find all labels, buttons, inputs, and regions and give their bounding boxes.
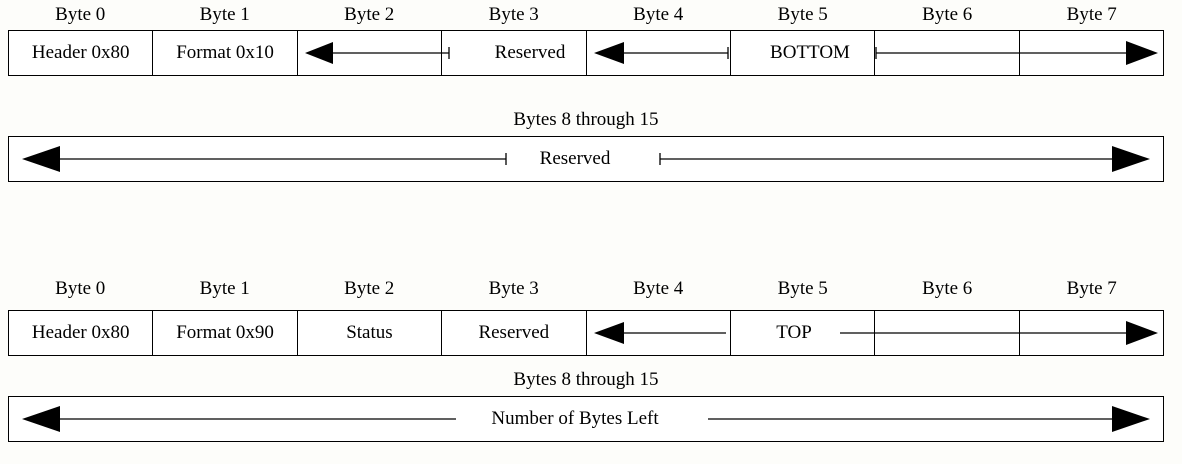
byte-label: Byte 7 — [1066, 4, 1117, 25]
byte-label: Byte 7 — [1066, 278, 1117, 299]
byte-label: Byte 2 — [344, 4, 395, 25]
byte-cell-1: Format 0x10 — [153, 31, 298, 75]
byte-label: Byte 0 — [55, 4, 106, 25]
byte-cell-6 — [875, 311, 1020, 355]
byte-cell-6 — [875, 31, 1020, 75]
byte-label: Byte 1 — [199, 4, 250, 25]
span-label-bottom: BOTTOM — [763, 43, 857, 63]
byte-label: Byte 5 — [777, 278, 828, 299]
wide-label-bytes-left: Number of Bytes Left — [484, 409, 666, 429]
byte-cell-0: Header 0x80 — [9, 31, 154, 75]
byte-cell-4 — [587, 311, 731, 355]
response-frame-byte-row: Header 0x80 Format 0x90 Status Reserved — [8, 310, 1164, 356]
byte-label: Byte 2 — [344, 278, 395, 299]
byte-cell-4 — [587, 31, 731, 75]
byte-cell-3 — [442, 31, 587, 75]
byte-label: Byte 3 — [488, 4, 539, 25]
byte-cell-0: Header 0x80 — [9, 311, 154, 355]
byte-label: Byte 3 — [488, 278, 539, 299]
byte-cell-5 — [731, 31, 876, 75]
byte-cell-7 — [1020, 311, 1163, 355]
byte-label: Byte 6 — [922, 278, 973, 299]
span-label-top: TOP — [769, 323, 819, 343]
byte-label: Byte 6 — [922, 4, 973, 25]
byte-label: Byte 5 — [777, 4, 828, 25]
byte-cell-7 — [1020, 31, 1163, 75]
byte-label: Byte 1 — [199, 278, 250, 299]
byte-cell-1: Format 0x90 — [153, 311, 298, 355]
span-label-reserved-1: Reserved — [487, 43, 573, 63]
command-frame-byte-row: Header 0x80 Format 0x10 — [8, 30, 1164, 76]
wide-label-reserved: Reserved — [532, 149, 618, 169]
response-wide-caption: Bytes 8 through 15 — [513, 369, 659, 390]
byte-cell-2 — [298, 31, 443, 75]
byte-label-row-2: Byte 0 Byte 1 Byte 2 Byte 3 Byte 4 Byte … — [8, 276, 1164, 302]
byte-label: Byte 4 — [633, 4, 684, 25]
byte-cell-3: Reserved — [442, 311, 587, 355]
byte-label: Byte 4 — [633, 278, 684, 299]
command-wide-caption: Bytes 8 through 15 — [513, 109, 659, 130]
byte-label-row-1: Byte 0 Byte 1 Byte 2 Byte 3 Byte 4 Byte … — [8, 2, 1164, 28]
byte-label: Byte 0 — [55, 278, 106, 299]
byte-cell-2: Status — [298, 311, 443, 355]
